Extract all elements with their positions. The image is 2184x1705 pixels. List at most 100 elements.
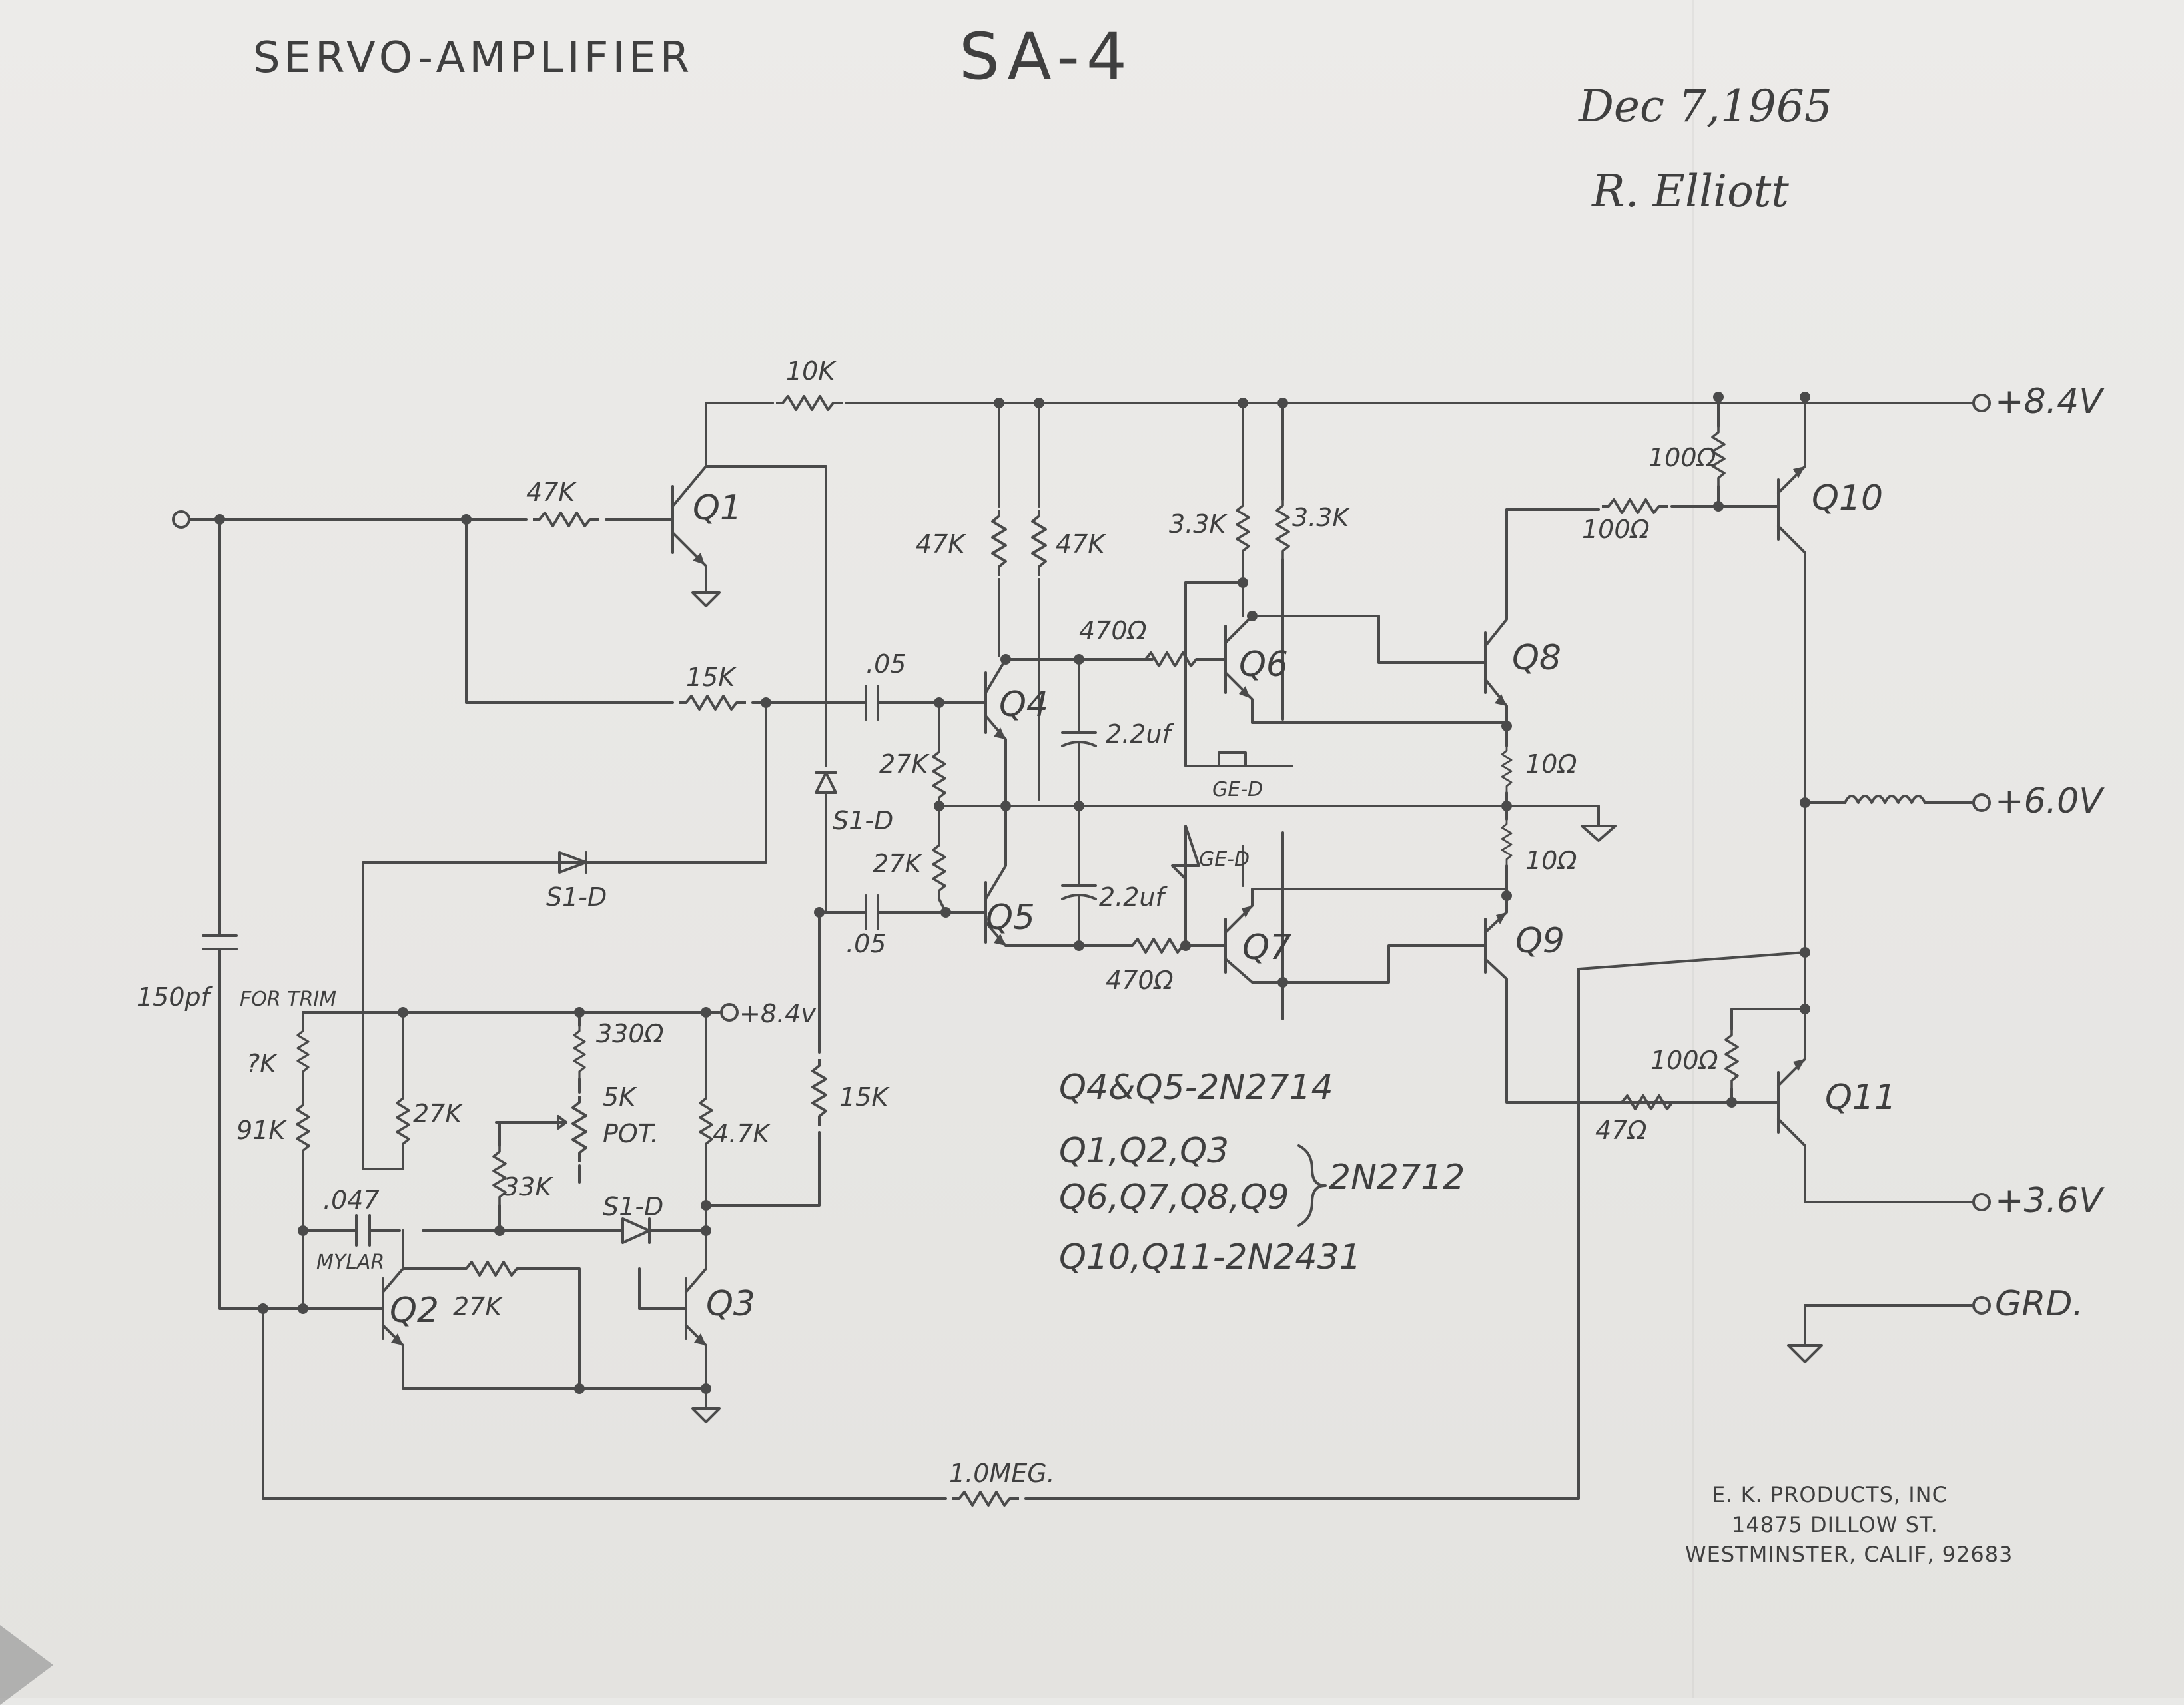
resistor-100-q10-label: 100Ω xyxy=(1582,515,1650,544)
cap-150pf xyxy=(202,518,308,1314)
diode-s1d-b-label: S1-D xyxy=(833,806,893,835)
resistor-27k-q2-label: 27K xyxy=(413,1099,464,1128)
note-q1-q2-q3: Q1,Q2,Q3 xyxy=(1059,1131,1229,1171)
resistor-47k-b-label: 47K xyxy=(1056,529,1106,559)
page-corner-marker xyxy=(0,1625,53,1705)
q5-label: Q5 xyxy=(986,898,1035,938)
resistor-33k-b-label: 3.3K xyxy=(1292,503,1351,532)
diode-s1d-a-label: S1-D xyxy=(546,882,607,912)
q3-label: Q3 xyxy=(706,1284,755,1324)
company-name: E. K. PRODUCTS, INC xyxy=(1712,1482,1948,1507)
resistor-470-top-label: 470Ω xyxy=(1079,616,1147,645)
ground-terminal xyxy=(1787,1296,1991,1363)
q10-label: Q10 xyxy=(1812,478,1883,518)
cap-22uf-top xyxy=(1061,654,1097,804)
cap-047-label: .047 xyxy=(323,1186,380,1215)
resistor-470-bottom-label: 470Ω xyxy=(1106,966,1174,995)
resistor-15k-mid-label: 15K xyxy=(839,1082,890,1112)
cap-150pf-label: 150pf xyxy=(137,982,214,1012)
lower-bias-network xyxy=(296,1003,739,1310)
q11-label: Q11 xyxy=(1825,1078,1896,1118)
terminal-8-4v xyxy=(1972,394,1991,412)
bias-27k-resistors xyxy=(932,701,947,914)
note-2n2712: 2N2712 xyxy=(1329,1158,1465,1197)
q6-label: Q6 xyxy=(1239,645,1288,685)
note-q4-q5: Q4&Q5-2N2714 xyxy=(1059,1068,1333,1108)
schematic-title: SERVO-AMPLIFIER xyxy=(253,33,693,83)
cap-22uf-bottom xyxy=(1061,808,1097,947)
note-q6-q9: Q6,Q7,Q8,Q9 xyxy=(1059,1178,1289,1217)
note-brace xyxy=(1297,1144,1327,1227)
cap-22uf-bottom-label: 2.2uf xyxy=(1099,882,1168,912)
transistor-q10-symbol xyxy=(1505,402,1806,804)
transistor-q5-symbol xyxy=(984,805,1227,954)
output-6v-inductor xyxy=(1800,793,1991,812)
resistor-10-bottom-label: 10Ω xyxy=(1525,846,1577,875)
resistor-trim-label: ?K xyxy=(246,1049,278,1078)
transistor-q9-symbol xyxy=(1484,894,1600,1104)
input-terminal xyxy=(172,510,674,529)
resistor-27k-b-label: 27K xyxy=(873,849,923,878)
resistor-15k-top-label: 15K xyxy=(686,663,737,692)
terminal-3-6v-label: +3.6V xyxy=(1995,1181,2105,1221)
resistor-1meg-label: 1.0MEG. xyxy=(949,1459,1055,1488)
center-6v-line xyxy=(934,801,1617,842)
paper-fold xyxy=(1692,0,1694,1698)
author-signature: R. Elliott xyxy=(1591,166,1789,217)
feedback-15k-path xyxy=(362,518,861,1014)
resistor-47k-a-label: 47K xyxy=(916,529,966,559)
resistor-4-7k-label: 4.7K xyxy=(713,1119,771,1148)
cap-05-bottom-label: .05 xyxy=(846,929,886,958)
resistor-33k-label: 33K xyxy=(503,1172,553,1201)
company-city: WESTMINSTER, CALIF, 92683 xyxy=(1685,1542,2013,1567)
q4-q5-collector-resistors xyxy=(992,402,1046,801)
q6-q7-collector-resistors xyxy=(1236,402,1290,1020)
q2-label: Q2 xyxy=(390,1291,439,1331)
transistor-q8-symbol xyxy=(1484,508,1600,901)
resistor-33k-a-label: 3.3K xyxy=(1169,510,1228,539)
resistor-100-q11-label: 100Ω xyxy=(1650,1046,1718,1075)
q7-label: Q7 xyxy=(1242,928,1291,968)
transistor-q7-symbol xyxy=(1171,825,1508,988)
company-street: 14875 DILLOW ST. xyxy=(1732,1512,1938,1537)
pot-label: POT. xyxy=(603,1119,659,1148)
q8-label: Q8 xyxy=(1512,638,1561,678)
terminal-8-4v-label: +8.4V xyxy=(1995,382,2105,422)
terminal-6-0v-label: +6.0V xyxy=(1995,781,2105,821)
note-q10-q11: Q10,Q11-2N2431 xyxy=(1059,1237,1361,1277)
cap-05-top-label: .05 xyxy=(866,649,906,679)
diode-s1d-c-label: S1-D xyxy=(603,1192,663,1221)
q4-label: Q4 xyxy=(999,685,1048,725)
resistor-27k-a-label: 27K xyxy=(879,749,930,779)
transistor-q4-symbol xyxy=(984,651,1227,807)
model-number: SA-4 xyxy=(959,19,1134,94)
diode-ged-b-label: GE-D xyxy=(1199,848,1250,871)
transistor-q3-symbol xyxy=(638,1244,721,1423)
transistor-q2-symbol xyxy=(302,1229,711,1394)
trim-note-label: FOR TRIM xyxy=(240,988,336,1011)
terminal-small-8-4v-label: +8.4v xyxy=(739,999,816,1028)
transistor-q11-symbol xyxy=(1577,801,1991,1227)
resistor-100-top-label: 100Ω xyxy=(1648,443,1716,472)
transistor-q1-symbol xyxy=(671,458,827,711)
resistor-47-q11-label: 47Ω xyxy=(1595,1116,1646,1145)
resistor-27k-q2base-label: 27K xyxy=(453,1292,504,1321)
terminal-grd-label: GRD. xyxy=(1995,1284,2083,1324)
feedback-1meg xyxy=(262,1224,1580,1505)
resistor-91k-label: 91K xyxy=(236,1116,287,1145)
top-supply-rail xyxy=(705,392,1973,461)
resistor-10-top-label: 10Ω xyxy=(1525,749,1577,779)
diode-ged-a-label: GE-D xyxy=(1212,778,1263,801)
q9-label: Q9 xyxy=(1515,921,1565,961)
resistor-47k-input-label: 47K xyxy=(526,478,577,507)
cap-22uf-top-label: 2.2uf xyxy=(1106,719,1175,749)
resistor-10k-label: 10K xyxy=(786,356,837,386)
transistor-q6-symbol xyxy=(1184,577,1508,767)
coupling-capacitors xyxy=(814,685,987,930)
resistor-330-label: 330Ω xyxy=(596,1019,664,1048)
drawing-date: Dec 7,1965 xyxy=(1578,81,1832,132)
pot-5k-label: 5K xyxy=(603,1082,637,1112)
cap-mylar-label: MYLAR xyxy=(316,1251,384,1274)
middle-15k-path xyxy=(705,708,837,1207)
